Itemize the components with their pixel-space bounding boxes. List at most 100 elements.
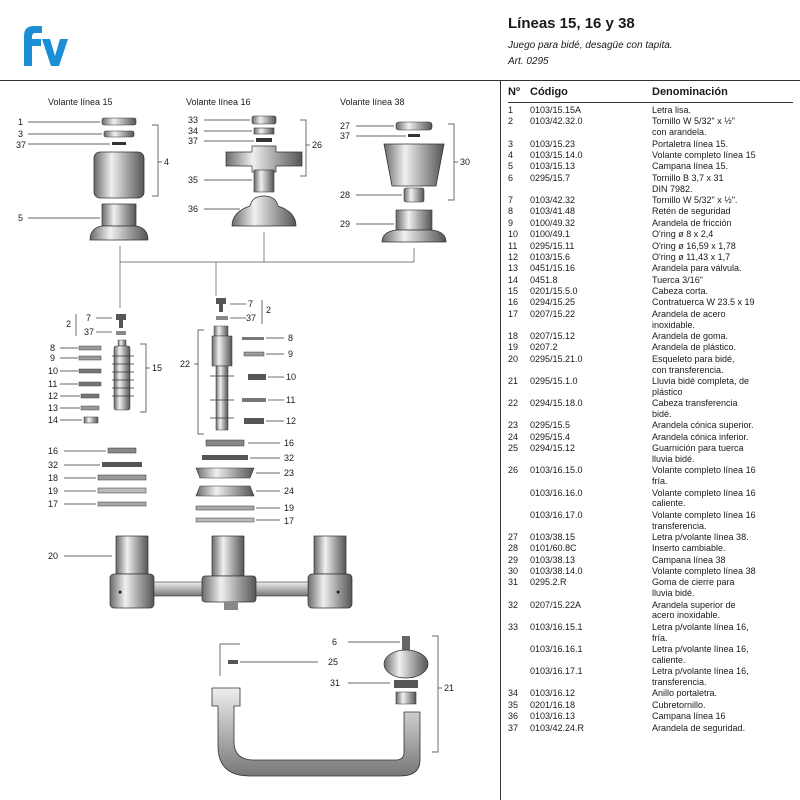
callout-33: 33: [188, 115, 198, 125]
part-description: Cabeza corta.: [652, 286, 793, 297]
callout-17: 17: [48, 499, 58, 509]
part-number: 8: [508, 206, 514, 217]
callout-5: 5: [18, 213, 23, 223]
callout-37b: 37: [188, 136, 198, 146]
part-code: 0101/60.8C: [530, 543, 577, 554]
part-description-line: Anillo portaletra.: [652, 688, 718, 699]
part-description: Arandela cónica inferior.: [652, 432, 793, 443]
part-code: 0295/15.5: [530, 420, 571, 431]
part-description-line: Tornillo W 5/32" x ½": [652, 116, 735, 127]
callout-15: 15: [152, 363, 162, 373]
part-description: Letra lisa.: [652, 105, 793, 116]
callout-22: 22: [180, 359, 190, 369]
part-description-line: lluvia bidé.: [652, 453, 695, 464]
part-code: 0100/49.32: [530, 217, 576, 228]
part-description: Letra p/volante línea 38.: [652, 532, 793, 543]
part-number: 26: [508, 465, 519, 476]
part-description-line: Arandela cónica superior.: [652, 420, 754, 431]
part-number: 10: [508, 229, 519, 240]
part-description-line: Arandela de plástico.: [652, 342, 737, 353]
part-description-line: Esqueleto para bidé,: [652, 353, 735, 364]
part-number: 28: [508, 543, 519, 554]
callout-2: 2: [66, 319, 71, 329]
part-code: 0294/15.25: [530, 297, 576, 308]
callout-21: 21: [444, 683, 454, 693]
callout-36: 36: [188, 204, 198, 214]
part-number: 13: [508, 263, 519, 274]
exploded-diagram: Volante línea 15 Volante línea 16 Volant…: [16, 97, 470, 777]
part-description: Letra p/volante línea 16,caliente.: [652, 644, 793, 666]
part-description: Volante completo línea 38: [652, 566, 793, 577]
part-description-line: Tornillo W 5/32" x ½".: [652, 194, 738, 205]
part-description-line: caliente.: [652, 498, 686, 509]
callout-32: 32: [48, 460, 58, 470]
part-description-line: DIN 7982.: [652, 183, 693, 194]
part-description: Volante completo línea 15: [652, 150, 793, 161]
part-number: 22: [508, 398, 519, 409]
part-description-line: Letra p/volante línea 38.: [652, 531, 749, 542]
part-description-line: Arandela cónica inferior.: [652, 431, 749, 442]
callout-9b: 9: [288, 349, 293, 359]
part-code: 0207/15.12: [530, 331, 576, 342]
part-description-line: Tornillo B 3,7 x 31: [652, 172, 724, 183]
part-number: 25: [508, 443, 519, 454]
part-code: 0103/42.24.R: [530, 722, 585, 733]
part-number: 29: [508, 554, 519, 565]
callout-18: 18: [48, 473, 58, 483]
part-description-line: Inserto cambiable.: [652, 543, 726, 554]
callout-19: 19: [48, 486, 58, 496]
part-description-line: Volante completo línea 16: [652, 509, 756, 520]
handle-line-38: [381, 121, 447, 243]
part-code: 0103/16.16.1: [530, 644, 583, 655]
part-description-line: Letra p/volante línea 16,: [652, 666, 749, 677]
part-code: 0103/15.23: [530, 138, 576, 149]
part-code: 0294/15.18.0: [530, 398, 583, 409]
part-code: 0103/16.17.0: [530, 509, 583, 520]
part-number: 18: [508, 331, 519, 342]
part-code: 0295/15.4: [530, 431, 571, 442]
part-code: 0103/41.48: [530, 206, 576, 217]
part-description: Tornillo W 5/32" x ½".: [652, 195, 793, 206]
connector-lines: [119, 232, 415, 308]
callout-31: 31: [330, 678, 340, 688]
part-number: 17: [508, 308, 519, 319]
callout-37c: 37: [340, 131, 350, 141]
article-number: Art. 0295: [508, 56, 549, 67]
part-description-line: Retén de seguridad: [652, 206, 731, 217]
callout-17b: 17: [284, 516, 294, 526]
col-header-name: Denominación: [652, 86, 728, 98]
exploded-diagram-panel: Volante línea 15 Volante línea 16 Volant…: [0, 81, 501, 800]
part-number: 33: [508, 621, 519, 632]
part-description: Esqueleto para bidé,con transferencia.: [652, 354, 793, 376]
callout-3: 3: [18, 129, 23, 139]
part-code: 0451.8: [530, 274, 558, 285]
part-description-line: plástico: [652, 386, 683, 397]
callout-24: 24: [284, 486, 294, 496]
callout-7b: 7: [248, 299, 253, 309]
callout-10: 10: [48, 366, 58, 376]
part-code: 0295/15.7: [530, 172, 571, 183]
part-number: 3: [508, 138, 514, 149]
part-code: 0103/15.6: [530, 251, 571, 262]
part-number: 6: [508, 172, 514, 183]
part-description-line: lluvia bidé.: [652, 588, 695, 599]
part-description-line: Lluvia bidé completa, de: [652, 376, 750, 386]
part-number: 34: [508, 688, 519, 699]
